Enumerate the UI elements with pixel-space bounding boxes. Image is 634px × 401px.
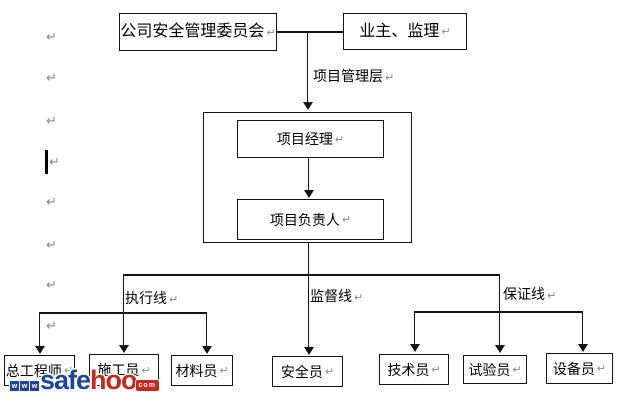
paragraph-mark: ↵ xyxy=(324,365,335,378)
group-project-management[interactable] xyxy=(203,112,412,243)
paragraph-mark: ↵ xyxy=(341,213,352,226)
paragraph-mark: ↵ xyxy=(547,289,557,302)
label-text: 保证线 xyxy=(503,286,545,302)
connector-line xyxy=(122,274,124,345)
box-equipment-clerk[interactable]: 设备员↵ xyxy=(546,353,613,384)
label-execution-line[interactable]: 执行线↵ xyxy=(125,291,178,305)
box-label: 安全员 xyxy=(280,363,323,380)
box-project-manager[interactable]: 项目经理↵ xyxy=(237,120,384,158)
box-technician[interactable]: 技术员↵ xyxy=(379,354,449,385)
connector-arrowhead xyxy=(303,190,314,198)
connector-line xyxy=(581,311,583,344)
box-project-leader[interactable]: 项目负责人↵ xyxy=(237,199,384,240)
connector-line xyxy=(277,31,343,33)
box-label: 试验员 xyxy=(468,361,511,378)
watermark-safehoo: w w w safe hoo com xyxy=(10,361,159,394)
label-text: 项目管理层 xyxy=(313,68,383,84)
connector-arrowhead xyxy=(118,345,129,353)
paragraph-mark: ↵ xyxy=(46,195,57,210)
label-project-management-layer[interactable]: 项目管理层↵ xyxy=(313,69,394,83)
box-label: 设备员 xyxy=(552,360,595,377)
paragraph-mark: ↵ xyxy=(512,363,522,376)
box-label: 技术员 xyxy=(387,361,430,378)
watermark-www-block: w xyxy=(30,381,39,391)
paragraph-mark: ↵ xyxy=(441,25,451,38)
connector-line xyxy=(413,311,415,344)
connector-line xyxy=(306,31,308,102)
paragraph-mark: ↵ xyxy=(46,278,57,293)
paragraph-mark: ↵ xyxy=(63,364,74,377)
watermark-com-block: com xyxy=(135,380,159,391)
connector-line xyxy=(498,274,500,345)
watermark-hoo-text: hoo xyxy=(90,365,137,396)
paragraph-mark: ↵ xyxy=(46,114,57,129)
connector-line xyxy=(307,243,309,275)
paragraph-mark: ↵ xyxy=(219,364,229,377)
connector-line xyxy=(307,274,309,347)
connector-arrowhead xyxy=(201,346,212,354)
box-chief-engineer[interactable]: 总工程师↵ xyxy=(4,355,75,386)
paragraph-mark: ↵ xyxy=(431,363,441,376)
box-construction-worker[interactable]: 施工员↵ xyxy=(89,354,159,386)
connector-arrowhead xyxy=(494,345,505,353)
text-cursor xyxy=(45,150,48,174)
box-safety-officer[interactable]: 安全员↵ xyxy=(272,356,343,387)
connector-arrowhead xyxy=(302,102,313,110)
connector-arrowhead xyxy=(303,347,314,355)
box-label: 材料员 xyxy=(175,362,218,379)
box-label: 公司安全管理委员会 xyxy=(120,23,265,40)
connector-arrowhead xyxy=(409,344,420,352)
box-label: 项目负责人 xyxy=(269,211,340,228)
label-text: 执行线 xyxy=(125,290,167,306)
label-assurance-line[interactable]: 保证线↵ xyxy=(503,287,556,301)
paragraph-mark: ↵ xyxy=(266,25,276,39)
box-label: 总工程师 xyxy=(5,362,62,379)
box-company-safety-committee[interactable]: 公司安全管理委员会↵ xyxy=(119,13,277,51)
connector-line xyxy=(307,158,309,191)
connector-line xyxy=(39,312,207,314)
connector-arrowhead xyxy=(34,346,45,354)
paragraph-mark: ↵ xyxy=(385,71,395,84)
watermark-www-block: w xyxy=(20,381,29,391)
label-supervision-line[interactable]: 监督线↵ xyxy=(310,289,363,303)
paragraph-mark: ↵ xyxy=(334,132,345,146)
box-label: 项目经理 xyxy=(276,131,333,147)
paragraph-mark: ↵ xyxy=(596,362,607,375)
box-test-clerk[interactable]: 试验员↵ xyxy=(463,355,527,384)
label-text: 监督线 xyxy=(310,288,352,304)
paragraph-mark: ↵ xyxy=(46,319,57,334)
connector-line xyxy=(123,274,500,276)
paragraph-mark: ↵ xyxy=(354,291,364,304)
paragraph-mark: ↵ xyxy=(46,71,57,86)
connector-line xyxy=(414,311,583,313)
box-label: 业主、监理 xyxy=(359,22,440,40)
box-owner-supervision[interactable]: 业主、监理↵ xyxy=(343,13,467,50)
paragraph-mark: ↵ xyxy=(46,238,57,253)
box-material-clerk[interactable]: 材料员↵ xyxy=(171,355,233,386)
watermark-www-block: w xyxy=(10,381,19,391)
paragraph-mark: ↵ xyxy=(169,293,179,306)
box-label: 施工员 xyxy=(97,362,140,378)
connector-line xyxy=(205,312,207,346)
paragraph-mark: ↵ xyxy=(141,363,151,377)
connector-arrowhead xyxy=(577,344,588,352)
watermark-safe-text: safe xyxy=(40,365,91,396)
paragraph-mark: ↵ xyxy=(49,155,60,170)
connector-line xyxy=(38,312,40,346)
paragraph-mark: ↵ xyxy=(46,30,57,45)
